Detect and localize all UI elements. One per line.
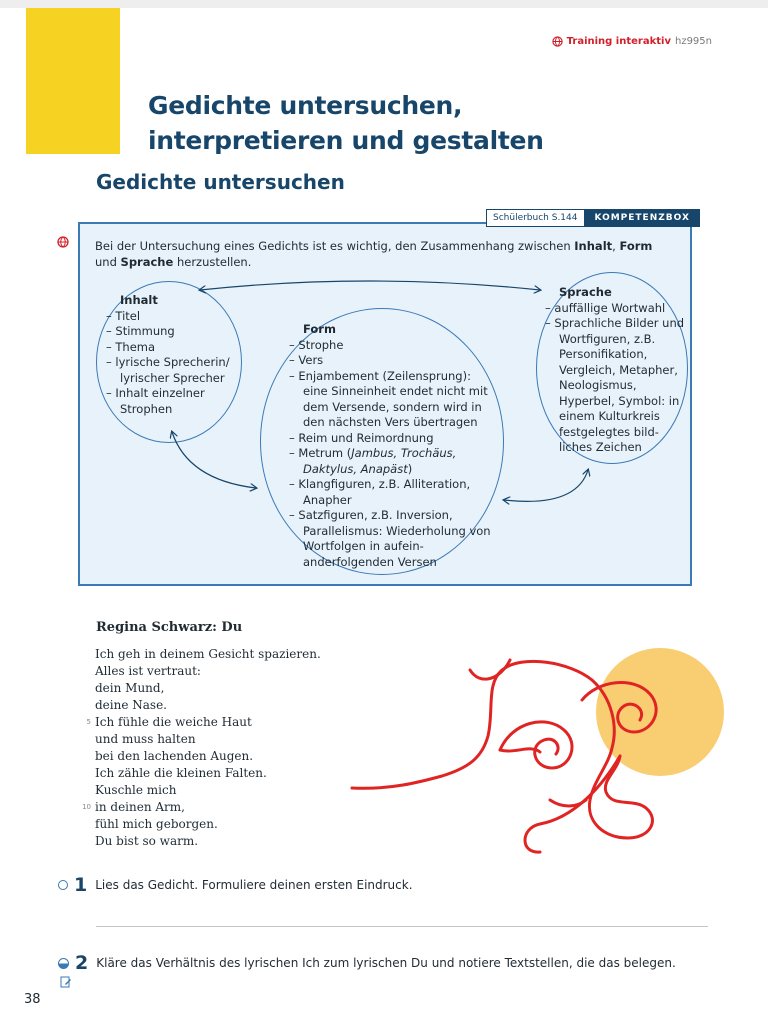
half-circle-icon[interactable] xyxy=(58,957,69,969)
title-line-2: interpretieren und gestalten xyxy=(148,126,544,155)
poem-line-text: in deinen Arm, xyxy=(95,800,185,814)
page-number: 38 xyxy=(24,992,41,1007)
intro-pre: Bei der Untersuchung eines Gedichts ist … xyxy=(95,239,575,253)
inhalt-title: Inhalt xyxy=(120,293,158,307)
poem-line: Ich zähle die kleinen Falten. xyxy=(95,765,321,782)
task-2: 2 Kläre das Verhältnis des lyrischen Ich… xyxy=(58,952,676,974)
form-list: Strophe Vers Enjambement (Zeilensprung):… xyxy=(289,338,495,571)
form-item: Klangfiguren, z.B. Alliteration, Anapher xyxy=(289,477,495,508)
metrum-daktylus: Daktylus xyxy=(303,461,354,476)
metrum-post: ) xyxy=(407,461,413,476)
poem-text: Ich geh in deinem Gesicht spazieren. All… xyxy=(82,646,321,850)
poem-line: Kuschle mich xyxy=(95,782,321,799)
metrum-jambus: Jambus xyxy=(351,446,394,460)
metrum-trochaeus: Trochäus xyxy=(400,446,453,460)
form-item: Strophe xyxy=(289,338,495,354)
task-text: Kläre das Verhältnis des lyrischen Ich z… xyxy=(96,956,676,970)
sprache-item: auffällige Wortwahl xyxy=(545,301,685,317)
sprache-list: auffällige Wortwahl Sprachliche Bilder u… xyxy=(545,301,685,456)
empty-circle-icon[interactable] xyxy=(58,880,68,890)
sprache-item: Sprachliche Bilder und Wortfiguren, z.B.… xyxy=(545,316,685,456)
note-pencil-icon[interactable] xyxy=(60,976,72,988)
intro-mid: und xyxy=(95,255,121,269)
poem-line-text: fühl mich geborgen. xyxy=(95,817,218,831)
inhalt-item: Thema xyxy=(106,340,238,356)
intro-form: Form xyxy=(619,239,653,253)
title-line-1: Gedichte untersuchen, xyxy=(148,91,463,120)
poem-line-text: Alles ist vertraut: xyxy=(95,664,201,678)
form-ellipse xyxy=(260,308,504,575)
intro-sprache: Sprache xyxy=(120,255,174,269)
poem-line-text: Ich fühle die weiche Haut xyxy=(95,715,252,729)
intro-post: herzustellen. xyxy=(173,255,252,269)
divider-line xyxy=(96,926,708,927)
poem-line: 10 in deinen Arm, xyxy=(82,799,321,816)
training-link[interactable]: Training interaktiv hz995n xyxy=(551,36,712,47)
globe-icon[interactable] xyxy=(57,236,69,248)
form-item: Satzfiguren, z.B. Inversion, Parallelism… xyxy=(289,508,495,570)
task-number: 2 xyxy=(75,952,89,974)
form-block: Form Strophe Vers Enjambement (Zeilenspr… xyxy=(289,322,495,570)
face-line-drawing xyxy=(350,648,724,854)
poem-line: Ich geh in deinem Gesicht spazieren. xyxy=(95,646,321,663)
form-title: Form xyxy=(303,322,336,336)
form-item: Enjambement (Zeilensprung): eine Sinnein… xyxy=(289,369,495,431)
task-text: Lies das Gedicht. Formuliere deinen erst… xyxy=(95,878,413,892)
line-number: 10 xyxy=(82,803,91,811)
sun-circle xyxy=(596,648,724,776)
globe-icon xyxy=(551,36,563,47)
inhalt-item: Titel xyxy=(106,309,238,325)
task-1: 1 Lies das Gedicht. Formuliere deinen er… xyxy=(58,874,413,896)
poem-line-text: Ich zähle die kleinen Falten. xyxy=(95,766,267,780)
inhalt-ellipse xyxy=(96,281,242,443)
sprache-ellipse xyxy=(536,272,688,464)
training-code: hz995n xyxy=(674,36,712,47)
section-subtitle: Gedichte untersuchen xyxy=(96,170,345,194)
yellow-accent-bar xyxy=(26,8,120,154)
intro-sep: , xyxy=(612,239,620,253)
task-number: 1 xyxy=(74,874,88,896)
poem-line: dein Mund, xyxy=(95,680,321,697)
poem-line-text: deine Nase. xyxy=(95,698,167,712)
metrum-sep: , xyxy=(393,446,401,460)
poem-line-text: Ich geh in deinem Gesicht spazieren. xyxy=(95,647,321,661)
poem-line-text: bei den lachenden Augen. xyxy=(95,749,254,763)
book-reference-tab[interactable]: Schülerbuch S.144 xyxy=(486,209,585,227)
kompetenzbox-label: KOMPETENZBOX xyxy=(584,209,700,227)
poem-line: und muss halten xyxy=(95,731,321,748)
inhalt-item: lyrische Sprecherin/ lyrischer Sprecher xyxy=(106,355,238,386)
poem-line: fühl mich geborgen. xyxy=(95,816,321,833)
inhalt-list: Titel Stimmung Thema lyrische Sprecherin… xyxy=(106,309,238,418)
metrum-sep: , xyxy=(353,461,361,476)
poem-line: deine Nase. xyxy=(95,697,321,714)
sprache-block: Sprache auffällige Wortwahl Sprachliche … xyxy=(545,285,685,456)
form-item: Vers xyxy=(289,353,495,369)
poem-line-text: Du bist so warm. xyxy=(95,834,199,848)
inhalt-item: Inhalt einzelner Strophen xyxy=(106,386,238,417)
training-label: Training interaktiv xyxy=(566,36,671,47)
poem-line: 5 Ich fühle die weiche Haut xyxy=(87,714,321,731)
line-number: 5 xyxy=(86,718,91,726)
poem-line: Du bist so warm. xyxy=(95,833,321,850)
poem-line-text: Kuschle mich xyxy=(95,783,177,797)
inhalt-block: Inhalt Titel Stimmung Thema lyrische Spr… xyxy=(106,293,238,417)
metrum-sep: , xyxy=(452,446,457,460)
poem-author-title: Regina Schwarz: Du xyxy=(96,620,243,635)
form-item-metrum: Metrum (Jambus, Trochäus, Daktylus, Anap… xyxy=(289,446,495,477)
top-bar xyxy=(0,0,768,8)
poem-line-text: und muss halten xyxy=(95,732,196,746)
metrum-anapaest: Anapäst xyxy=(360,461,408,476)
inhalt-item: Stimmung xyxy=(106,324,238,340)
sprache-title: Sprache xyxy=(559,285,612,299)
poem-line-text: dein Mund, xyxy=(95,681,165,695)
poem-line: Alles ist vertraut: xyxy=(95,663,321,680)
intro-inhalt: Inhalt xyxy=(574,239,613,253)
form-item: Reim und Reimordnung xyxy=(289,431,495,447)
box-intro-text: Bei der Untersuchung eines Gedichts ist … xyxy=(95,238,655,270)
page-title: Gedichte untersuchen, interpretieren und… xyxy=(148,88,544,158)
box-tabs: Schülerbuch S.144 KOMPETENZBOX xyxy=(486,209,700,227)
poem-line: bei den lachenden Augen. xyxy=(95,748,321,765)
metrum-pre: Metrum ( xyxy=(298,446,352,460)
